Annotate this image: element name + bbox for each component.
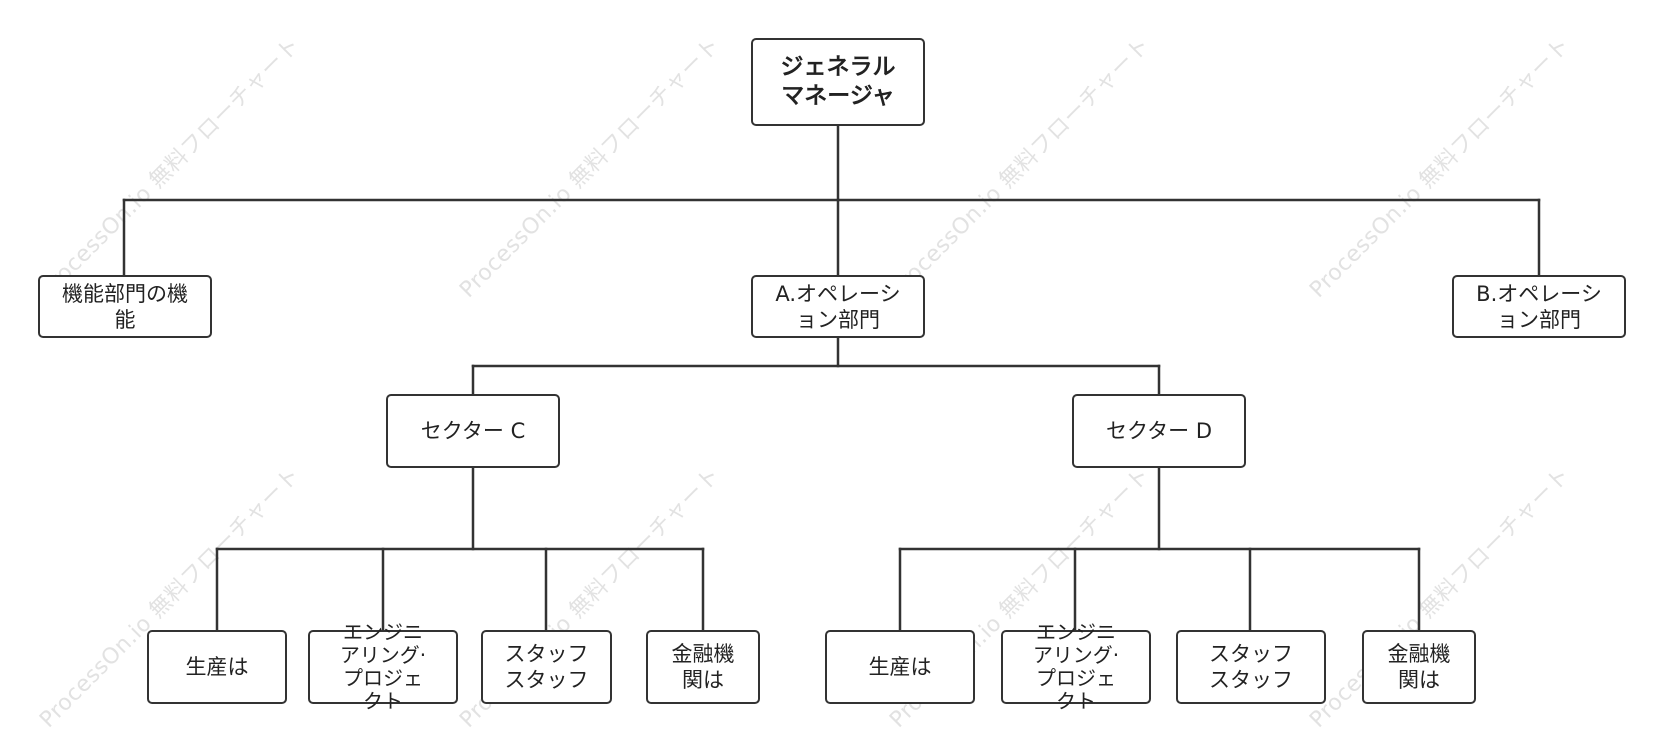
node-operations-b[interactable]: B.オペレーシ ョン部門 (1452, 275, 1626, 338)
node-label: エンジニ アリング· プロジェ クト (339, 620, 427, 713)
node-label: A.オペレーシ ョン部門 (775, 281, 901, 332)
node-label: B.オペレーシ ョン部門 (1476, 281, 1602, 332)
node-label: ジェネラル マネージャ (780, 54, 896, 109)
node-sector-d[interactable]: セクター D (1072, 394, 1246, 468)
node-operations-a[interactable]: A.オペレーシ ョン部門 (751, 275, 925, 338)
node-functional-department[interactable]: 機能部門の機 能 (38, 275, 212, 338)
node-c-engineering[interactable]: エンジニ アリング· プロジェ クト (308, 621, 458, 713)
node-general-manager[interactable]: ジェネラル マネージャ (751, 38, 925, 126)
node-c-staff[interactable]: スタッフ スタッフ (481, 630, 612, 704)
node-label: セクター C (420, 419, 526, 443)
node-d-production[interactable]: 生産は (825, 630, 975, 704)
node-c-finance[interactable]: 金融機 関は (646, 630, 760, 704)
node-label: エンジニ アリング· プロジェ クト (1032, 620, 1120, 713)
node-label: スタッフ スタッフ (504, 642, 589, 692)
node-d-engineering[interactable]: エンジニ アリング· プロジェ クト (1001, 621, 1151, 713)
node-label: 機能部門の機 能 (62, 281, 188, 332)
node-c-production[interactable]: 生産は (147, 630, 287, 704)
node-d-finance[interactable]: 金融機 関は (1362, 630, 1476, 704)
node-label: 金融機 関は (1387, 642, 1451, 692)
node-d-staff[interactable]: スタッフ スタッフ (1176, 630, 1326, 704)
node-label: 生産は (185, 655, 249, 679)
node-sector-c[interactable]: セクター C (386, 394, 560, 468)
node-label: スタッフ スタッフ (1209, 642, 1293, 692)
node-label: 金融機 関は (671, 642, 735, 692)
node-label: セクター D (1105, 419, 1212, 443)
node-label: 生産は (868, 655, 932, 679)
